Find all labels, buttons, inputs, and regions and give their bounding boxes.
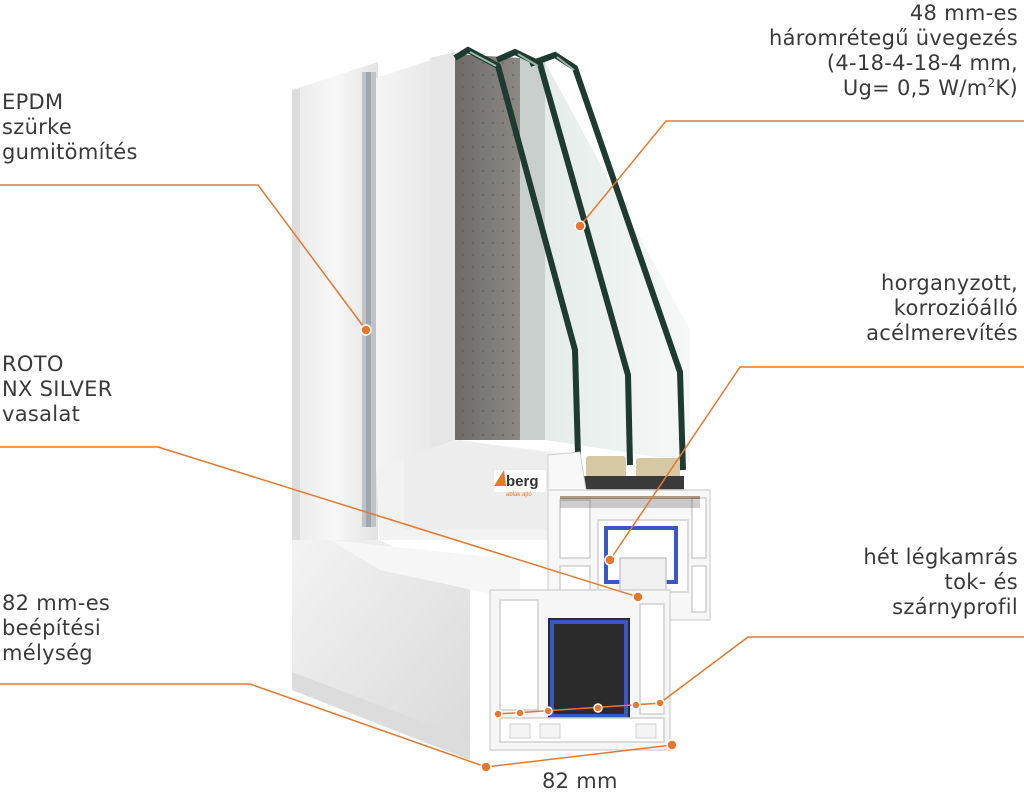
label-gasket-line-1: EPDM — [2, 90, 64, 114]
leader-depth — [0, 683, 487, 768]
label-chambers-line-1: hét légkamrás — [863, 545, 1018, 569]
leader-dots — [360, 220, 678, 773]
leader-hardware — [0, 446, 639, 598]
berg-logo: berg ablak ajtó — [494, 470, 546, 498]
label-steel-line-3: acélmerevítés — [866, 321, 1018, 345]
label-glazing-line-4: Ug= 0,5 W/m2K) — [769, 76, 1018, 101]
leader-chambers — [659, 636, 1024, 704]
label-chambers-line-3: szárnyprofil — [892, 595, 1018, 619]
berg-logo-tagline: ablak ajtó — [506, 492, 532, 498]
label-hardware-line-1: ROTO — [2, 352, 64, 376]
leader-steel — [609, 366, 1024, 561]
label-depth: 82 mm-es beépítési mélység — [2, 591, 110, 666]
frame-bottom — [292, 540, 520, 760]
label-steel: horganyzott, korrozióálló acélmerevítés — [866, 271, 1018, 346]
steel-reinforcement-frame — [550, 620, 628, 718]
leader-gasket — [0, 184, 367, 331]
label-gasket: EPDM szürke gumitömítés — [2, 90, 138, 165]
label-width-text: 82 mm — [542, 769, 618, 793]
ug-suffix: K) — [995, 76, 1018, 100]
label-steel-line-2: korrozióálló — [893, 296, 1018, 320]
leader-lines — [0, 120, 1024, 768]
berg-logo-text: berg — [506, 473, 539, 490]
ug-sup: 2 — [987, 76, 996, 90]
sash-profile — [376, 52, 456, 470]
frame-profile-section — [489, 589, 671, 751]
label-gasket-line-2: szürke — [2, 115, 73, 139]
sash-bottom — [376, 440, 587, 541]
label-hardware-line-2: NX SILVER — [2, 377, 113, 401]
label-hardware: ROTO NX SILVER vasalat — [2, 352, 113, 427]
label-glazing-line-1: 48 mm-es — [909, 1, 1018, 25]
label-glazing-line-2: háromrétegű üvegezés — [768, 26, 1018, 50]
label-glazing: 48 mm-es háromrétegű üvegezés (4-18-4-18… — [769, 1, 1018, 101]
label-hardware-line-3: vasalat — [2, 402, 81, 426]
leader-width — [485, 744, 673, 768]
label-chambers-line-2: tok- és — [944, 570, 1018, 594]
label-glazing-line-3: (4-18-4-18-4 mm, — [826, 51, 1018, 75]
label-width: 82 mm — [542, 769, 618, 794]
label-depth-line-1: 82 mm-es — [2, 591, 111, 615]
label-chambers: hét légkamrás tok- és szárnyprofil — [863, 545, 1018, 620]
label-depth-line-3: mélység — [2, 641, 93, 665]
triple-glazing — [453, 46, 690, 471]
ug-prefix: Ug= 0,5 W/m — [842, 76, 988, 100]
outer-frame — [292, 62, 378, 540]
label-gasket-line-3: gumitömítés — [2, 140, 138, 164]
leader-glazing — [579, 120, 1024, 227]
label-steel-line-1: horganyzott, — [881, 271, 1018, 295]
label-depth-line-2: beépítési — [2, 616, 101, 640]
sash-profile-section — [547, 489, 711, 621]
